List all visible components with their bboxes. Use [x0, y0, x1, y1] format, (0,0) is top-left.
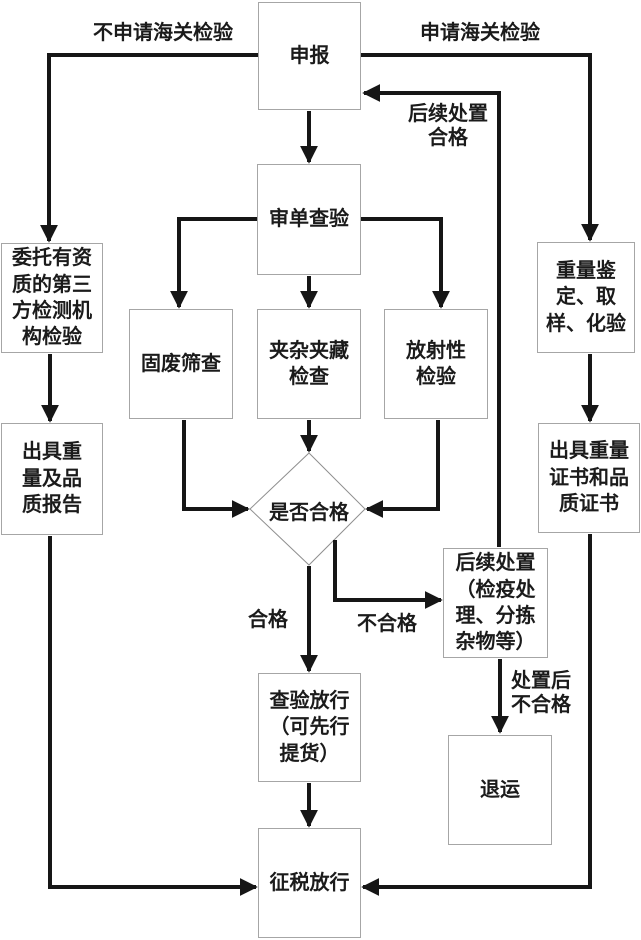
edge-declare-entrust — [40, 53, 258, 243]
edge-review-solidwaste — [170, 217, 257, 309]
node-weight-identification-sampling: 重量鉴 定、取 样、化验 — [537, 242, 635, 353]
node-return-shipment: 退运 — [448, 735, 552, 845]
edge-declare-weighing — [361, 53, 599, 242]
node-weight-quality-certificate: 出具重量 证书和品 质证书 — [538, 423, 640, 533]
node-interlayer-concealment-check: 夹杂夹藏 检查 — [257, 309, 361, 419]
edge-solidwaste-decision — [182, 420, 250, 518]
node-document-review: 审单查验 — [257, 164, 361, 275]
label-no-customs-inspection: 不申请海关检验 — [93, 22, 233, 44]
decision-diamond — [249, 452, 366, 566]
edge-review-radioactive — [361, 217, 450, 309]
label-not-qualified: 不合格 — [357, 613, 417, 635]
label-after-disposal-not-qualified: 处置后 不合格 — [511, 670, 571, 716]
edge-report-tax — [48, 536, 258, 896]
edge-certificate-tax — [361, 534, 592, 896]
node-entrust-third-party: 委托有资 质的第三 方检测机 构检验 — [1, 243, 103, 353]
edge-radioactive-decision — [365, 420, 440, 518]
label-qualified: 合格 — [248, 609, 288, 631]
edge-decision-disposal — [333, 540, 443, 609]
node-radioactivity-inspection: 放射性 检验 — [384, 309, 488, 419]
node-followup-disposal: 后续处置 （检疫处 理、分拣 杂物等） — [443, 548, 548, 658]
edge-disposal-declare-feedback — [362, 84, 501, 547]
node-qualified-decision: 是否合格 — [269, 502, 349, 524]
label-followup-disposal-qualified: 后续处置 合格 — [408, 103, 488, 149]
node-weight-quality-report: 出具重 量及品 质报告 — [1, 423, 103, 535]
node-declare: 申报 — [258, 2, 361, 110]
label-customs-inspection: 申请海关检验 — [420, 22, 540, 44]
node-inspection-release: 查验放行 （可先行 提货） — [258, 673, 361, 782]
node-solid-waste-screening: 固废筛查 — [129, 309, 233, 419]
node-tax-release: 征税放行 — [258, 828, 361, 938]
